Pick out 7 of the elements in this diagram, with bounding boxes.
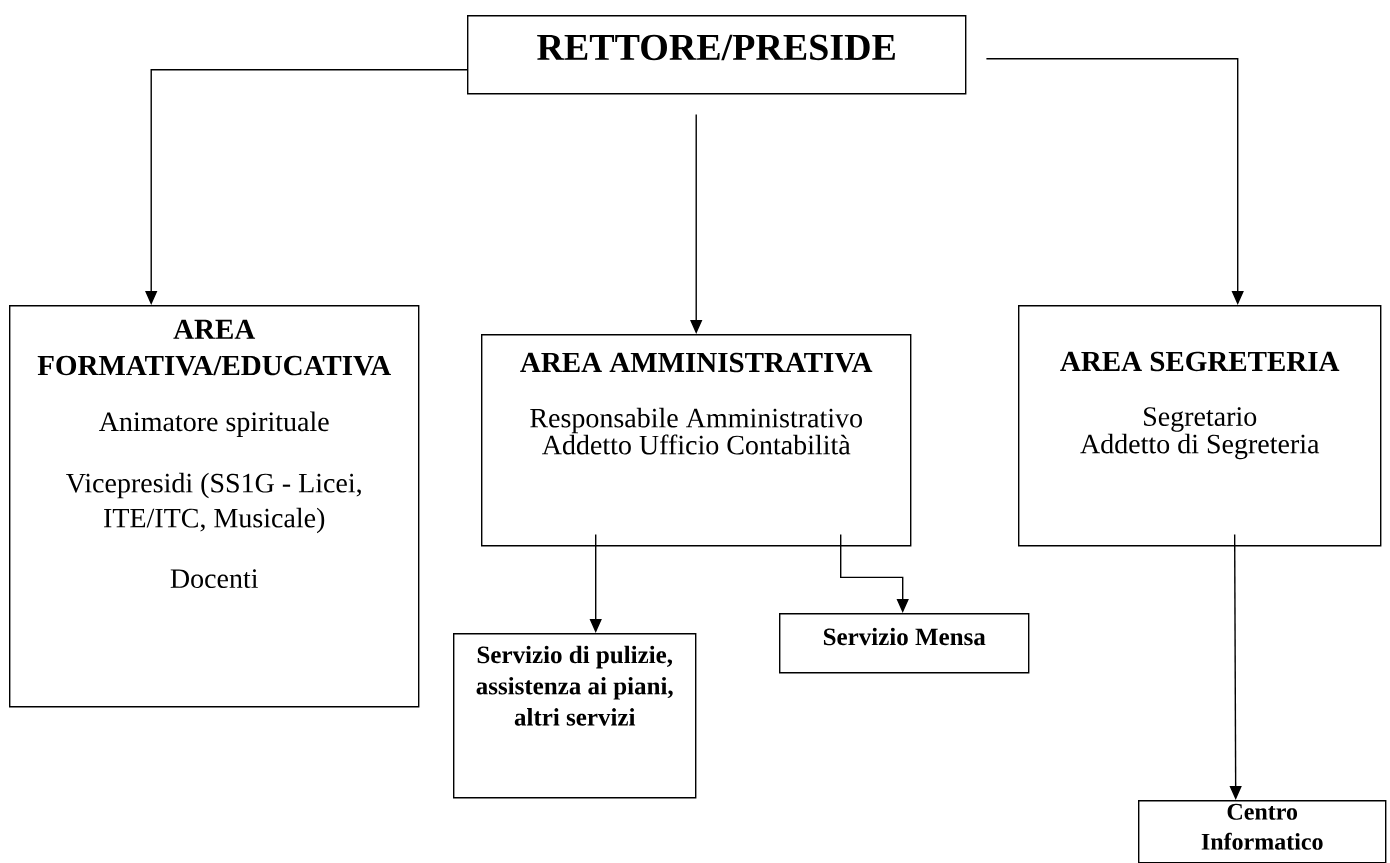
org-box: AREA FORMATIVA/EDUCATIVA Animatore spirituale Vicepresidi (SS1G - Licei, ITE/ITC, Musicale) Docenti: [9, 305, 420, 708]
org-box: Centro Informatico: [1138, 800, 1387, 863]
org-box: AREA AMMINISTRATIVA Responsabile Amministrativo Addetto Ufficio Contabilità: [481, 334, 912, 547]
org-box: Servizio di pulizie, assistenza ai piani, altri servizi: [453, 633, 697, 799]
org-box: Servizio Mensa: [779, 613, 1030, 674]
org-box: AREA SEGRETERIA Segretario Addetto di Segreteria: [1018, 305, 1382, 547]
org-box: RETTORE/PRESIDE: [467, 15, 967, 95]
